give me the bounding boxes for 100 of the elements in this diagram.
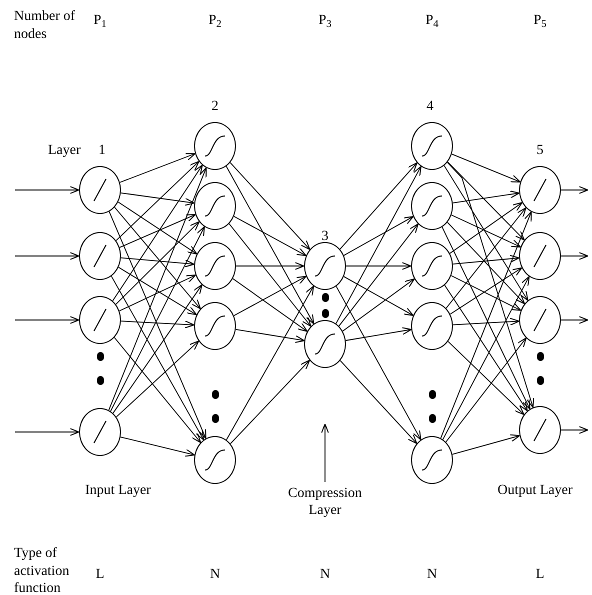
arrow — [226, 286, 314, 440]
arrow — [560, 426, 588, 434]
neuron-circle — [194, 182, 236, 230]
arrow — [118, 266, 197, 316]
arrow — [440, 211, 532, 439]
arrow — [112, 284, 202, 414]
arrow — [452, 254, 520, 264]
arrow — [446, 207, 526, 309]
arrow — [345, 327, 412, 341]
neuron-circle — [411, 242, 453, 290]
neuron-circle — [519, 406, 561, 454]
arrow — [230, 162, 310, 250]
arrow — [444, 165, 528, 301]
text-label: 4 — [426, 98, 434, 116]
text-label: P$_{4}$ — [425, 12, 439, 30]
arrow — [336, 286, 422, 440]
arrow — [449, 202, 523, 254]
neuron-circle — [79, 296, 121, 344]
arrow — [236, 262, 304, 270]
arrow — [114, 206, 201, 310]
arrow — [450, 275, 522, 311]
arrow — [110, 276, 204, 440]
arrow — [112, 164, 203, 302]
neuron-circle — [519, 296, 561, 344]
arrow — [451, 154, 521, 182]
neuron-circle — [411, 436, 453, 484]
text-label: P$_{3}$ — [318, 12, 332, 30]
arrow — [321, 424, 329, 482]
arrow — [343, 276, 414, 316]
text-label: L — [96, 566, 104, 584]
arrow — [234, 216, 307, 256]
text-label: P$_{2}$ — [208, 12, 222, 30]
arrow — [14, 186, 80, 194]
arrow — [114, 337, 202, 443]
arrow — [228, 223, 312, 327]
text-label: L — [536, 566, 544, 584]
text-label: P$_{1}$ — [93, 12, 107, 30]
arrow — [450, 267, 522, 315]
text-label: Input Layer — [85, 482, 151, 500]
arrow — [446, 222, 526, 304]
arrow — [447, 162, 525, 241]
neuron-circle — [519, 166, 561, 214]
neuron-circle — [194, 122, 236, 170]
arrow — [118, 274, 196, 312]
arrow — [119, 153, 196, 183]
arrow — [446, 162, 534, 408]
arrow — [346, 262, 412, 270]
arrow — [116, 160, 200, 242]
arrow — [230, 360, 310, 444]
text-label: Output Layer — [496, 482, 574, 500]
text-label: Number of nodes — [14, 8, 76, 43]
arrow — [442, 226, 530, 410]
arrow — [14, 316, 80, 324]
arrow — [448, 341, 524, 416]
neuron-circle — [519, 232, 561, 280]
neuron-circle — [411, 302, 453, 350]
text-label: 5 — [536, 142, 544, 160]
arrow — [445, 338, 527, 442]
arrow — [444, 284, 528, 412]
arrow — [452, 318, 520, 326]
arrow — [340, 162, 418, 250]
arrow — [118, 202, 198, 254]
arrow — [110, 226, 205, 412]
arrow — [119, 214, 196, 248]
neuron-circle — [194, 242, 236, 290]
arrow — [340, 360, 418, 444]
arrow — [14, 428, 80, 436]
arrow — [452, 434, 520, 455]
arrow — [442, 276, 530, 440]
arrow — [226, 166, 314, 324]
text-label: 1 — [98, 142, 106, 160]
arrow — [451, 214, 522, 248]
text-label: N — [426, 566, 438, 584]
arrow — [120, 436, 195, 457]
arrow — [234, 276, 307, 316]
arrow — [115, 221, 200, 305]
arrow — [108, 211, 206, 439]
neuron-circle — [304, 320, 346, 368]
arrow — [120, 257, 195, 268]
neuron-circle — [411, 182, 453, 230]
arrow — [452, 190, 520, 204]
text-label: Layer — [48, 142, 81, 160]
text-label: 2 — [212, 98, 218, 116]
neuron-circle — [79, 232, 121, 280]
arrow — [560, 316, 588, 324]
arrow — [14, 252, 80, 260]
arrow — [235, 328, 305, 344]
text-label: Type of activation function — [14, 545, 70, 595]
text-label: N — [210, 566, 220, 584]
text-label: N — [320, 566, 330, 584]
neuron-circle — [79, 408, 121, 456]
text-label: P$_{5}$ — [533, 12, 547, 30]
arrow — [343, 216, 414, 256]
arrow — [108, 167, 207, 411]
arrow — [338, 223, 419, 326]
neuron-circle — [79, 166, 121, 214]
arrow — [120, 192, 195, 206]
text-label: 3 — [322, 228, 328, 246]
neuron-circle — [194, 436, 236, 484]
arrow — [232, 278, 308, 332]
